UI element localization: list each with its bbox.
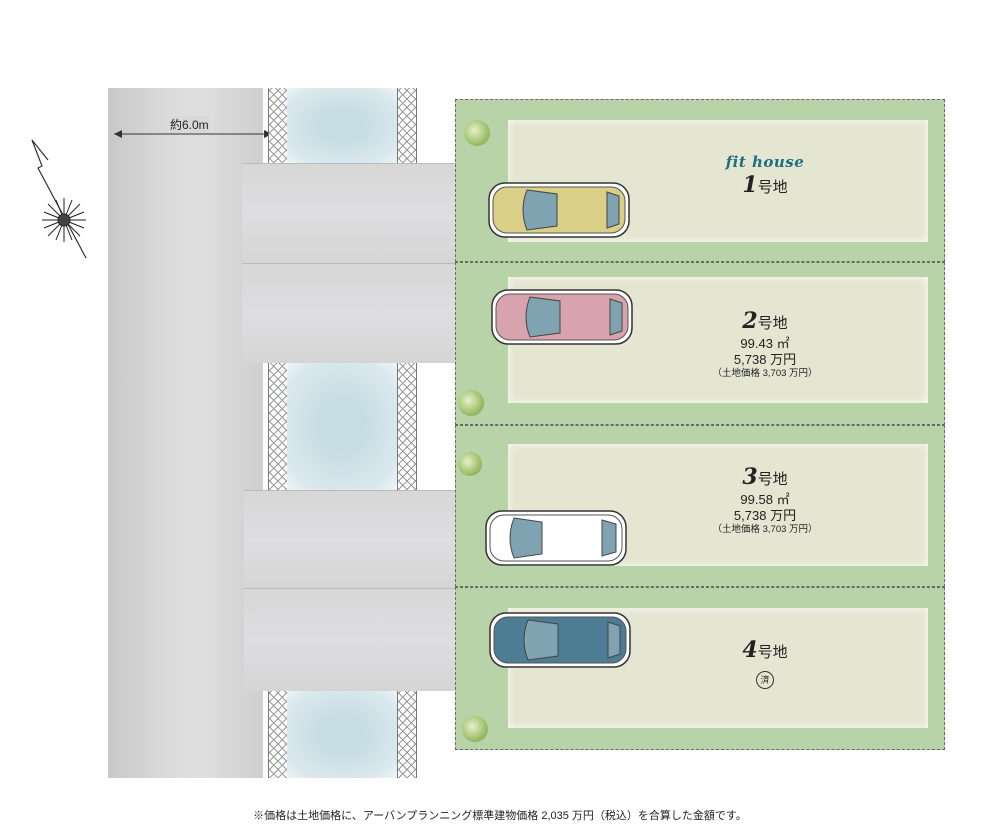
- lot-suffix: 号地: [757, 471, 788, 488]
- road-width-dimension: 約6.0m: [112, 116, 274, 142]
- lot-price: 5,738 万円: [733, 507, 797, 523]
- lot-price: 5,738 万円: [733, 351, 797, 367]
- lot-area: 99.58 ㎡: [740, 491, 790, 507]
- lot-4-label: 4号地 済: [680, 637, 850, 689]
- tree-icon: [458, 390, 484, 416]
- driveway-4: [244, 588, 457, 691]
- lot-land-price: （土地価格 3,703 万円）: [712, 524, 818, 535]
- lot-1-label: fit house 1号地: [680, 153, 850, 199]
- waterway-segment: [287, 88, 397, 163]
- lot-2-label: 2号地 99.43 ㎡ 5,738 万円 （土地価格 3,703 万円）: [680, 308, 850, 380]
- sold-badge: 済: [756, 670, 774, 689]
- car-icon: [489, 612, 631, 668]
- lot-suffix: 号地: [757, 315, 788, 332]
- car-body: [493, 616, 627, 664]
- waterway-segment: [287, 690, 397, 778]
- north-arrow-compass: [31, 139, 87, 259]
- tree-icon: [464, 120, 490, 146]
- driveway-2: [242, 263, 457, 363]
- lot-number: 1: [742, 171, 758, 198]
- car-body: [492, 186, 626, 234]
- car-icon: [485, 510, 627, 566]
- lot-suffix: 号地: [757, 644, 788, 661]
- brand-logo: fit house: [725, 153, 805, 171]
- lot-number: 3: [742, 464, 758, 490]
- road-width-label: 約6.0m: [170, 116, 209, 133]
- lot-number: 2: [742, 308, 758, 334]
- driveway-3: [244, 490, 457, 589]
- lot-number: 4: [742, 637, 758, 663]
- road: [108, 88, 263, 778]
- lot-3-label: 3号地 99.58 ㎡ 5,738 万円 （土地価格 3,703 万円）: [680, 464, 850, 536]
- lot-suffix: 号地: [757, 178, 788, 196]
- driveway-1: [242, 163, 457, 264]
- tree-icon: [462, 716, 488, 742]
- footnote: ※価格は土地価格に、アーバンプランニング標準建物価格 2,035 万円（税込）を…: [253, 810, 747, 822]
- tree-icon: [458, 452, 482, 476]
- waterway-segment: [287, 362, 397, 490]
- lot-area: 99.43 ㎡: [740, 335, 790, 351]
- car-icon: [491, 289, 633, 345]
- lot-land-price: （土地価格 3,703 万円）: [712, 368, 818, 379]
- car-body: [495, 293, 629, 341]
- car-icon: [488, 182, 630, 238]
